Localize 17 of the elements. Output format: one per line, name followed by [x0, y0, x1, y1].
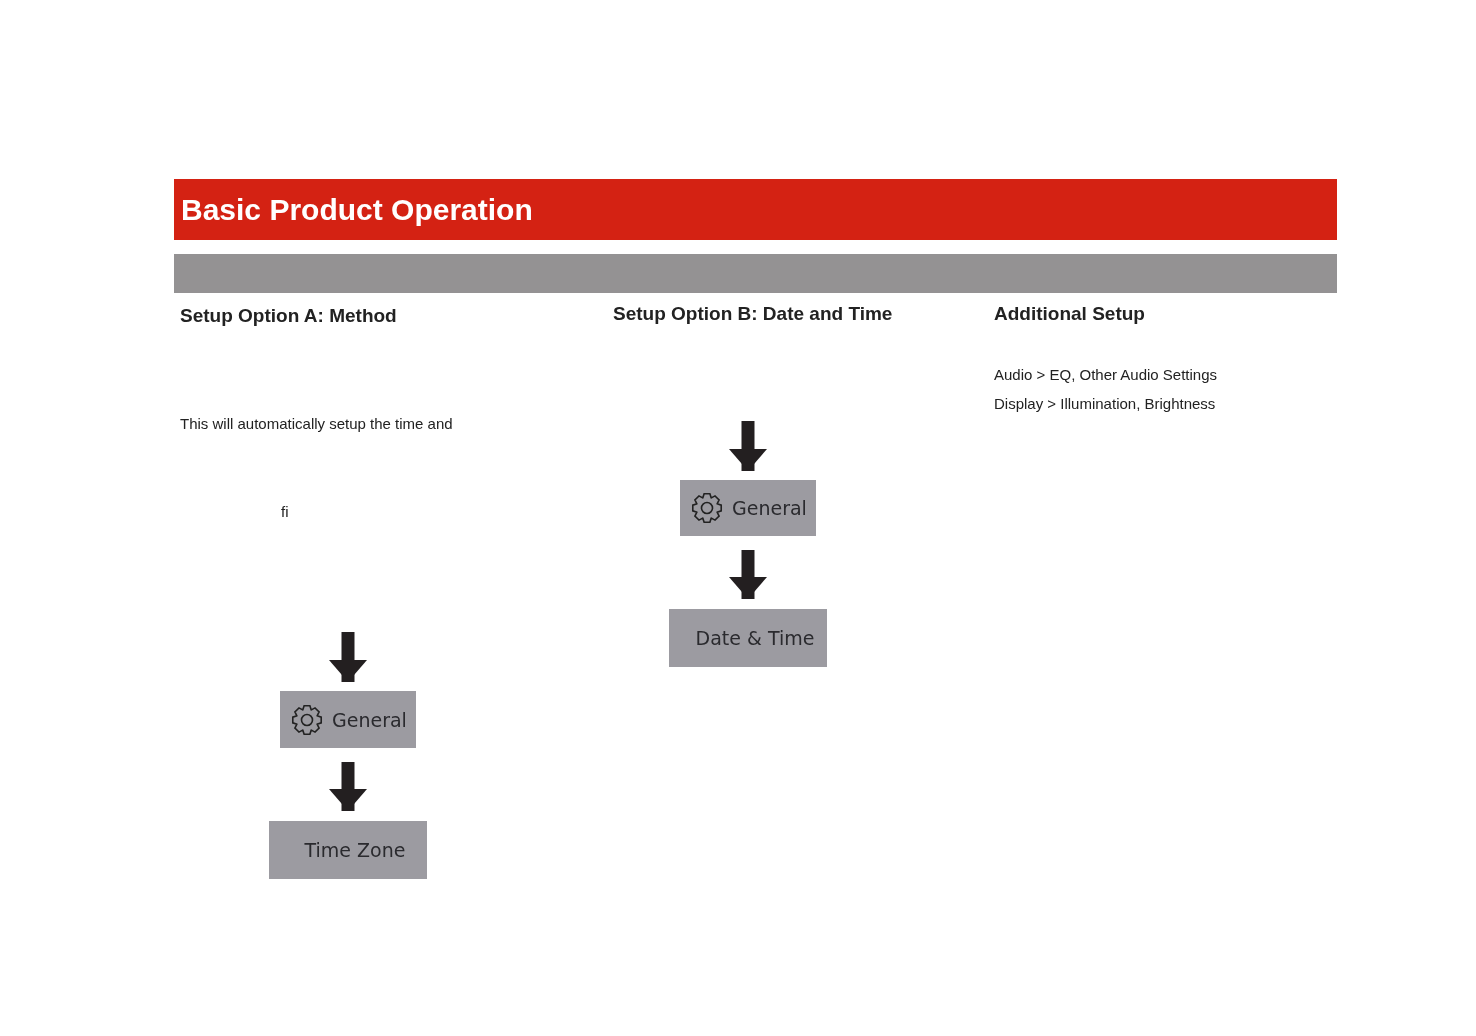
- arrow: [729, 550, 767, 599]
- page-title: Basic Product Operation: [174, 179, 1337, 240]
- section-heading: Setup Option A: Method: [180, 305, 397, 327]
- body-text: fi: [281, 503, 289, 520]
- arrow: [729, 421, 767, 471]
- menu-tile: General: [280, 691, 416, 748]
- arrow: [329, 762, 367, 811]
- arrow: [329, 632, 367, 682]
- section-heading: Setup Option B: Date and Time: [613, 303, 893, 325]
- body-text: This will automatically setup the time and: [180, 415, 453, 432]
- menu-tile: General: [680, 480, 816, 536]
- section-heading: Additional Setup: [994, 303, 1145, 325]
- body-text: Display > Illumination, Brightness: [994, 395, 1216, 412]
- menu-tile: Date & Time: [669, 609, 827, 667]
- menu-tile: Time Zone: [269, 821, 427, 879]
- body-text: Audio > EQ, Other Audio Settings: [994, 366, 1218, 383]
- section-bar: [174, 254, 1337, 293]
